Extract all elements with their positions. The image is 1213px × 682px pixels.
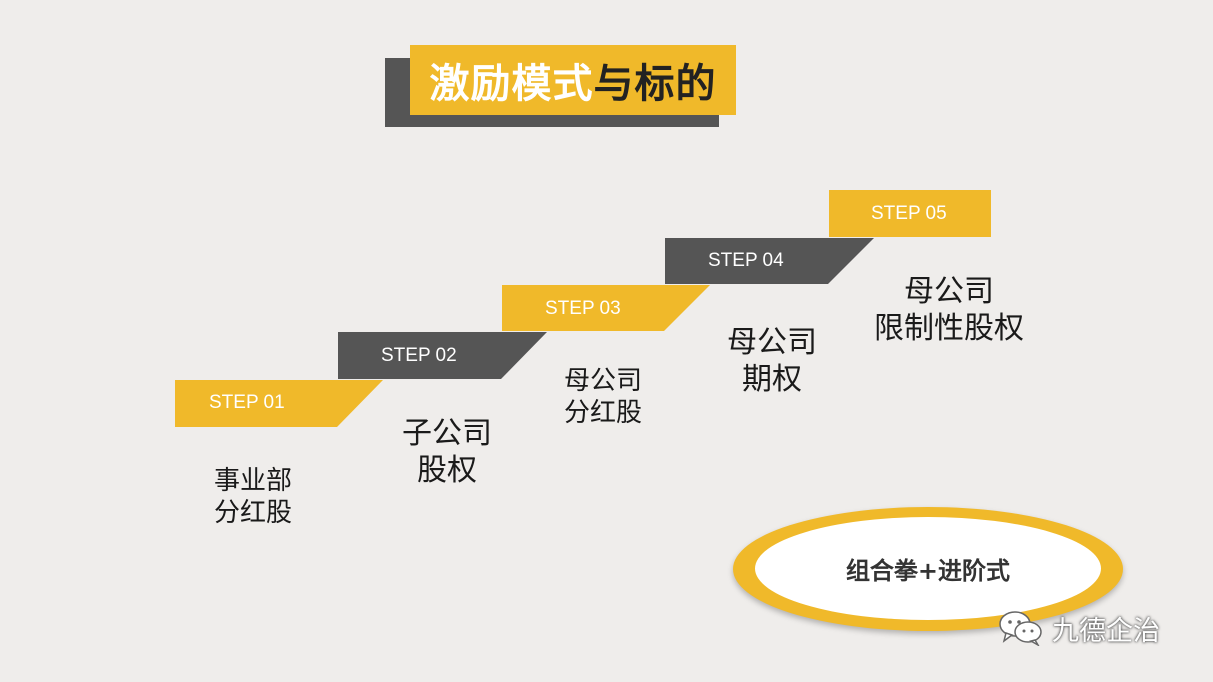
summary-oval: 组合拳+进阶式 [755,517,1101,620]
title-part-1: 激励模式 [429,61,594,107]
step-01-label: STEP 01 [209,392,285,413]
step-04-bar [665,238,874,284]
brand-watermark: 九德企治 [998,610,1160,647]
summary-text: 组合拳+进阶式 [845,557,1011,585]
step-05-desc-line1: 母公司 [904,274,994,309]
step-03-desc-line2: 分红股 [563,397,642,428]
page-title: 激励模式与标的 [410,45,736,115]
title-part-2: 与标的 [593,61,717,107]
step-04-desc-line2: 期权 [742,361,802,397]
step-01-desc-line1: 事业部 [213,466,292,496]
step-02-desc-line1: 子公司 [402,416,492,451]
step-05-label: STEP 05 [871,203,947,224]
step-03-label: STEP 03 [545,298,621,319]
step-02-desc-line2: 股权 [417,452,477,488]
step-03-description: 母公司 分红股 [553,366,653,429]
step-01-desc-line2: 分红股 [213,497,292,528]
step-05-bar [829,190,991,237]
wechat-icon [999,611,1042,646]
step-03-bar [502,285,710,331]
step-02-description: 子公司 股权 [392,416,502,489]
step-01-bar [175,380,383,427]
step-01-description: 事业部 分红股 [203,466,303,529]
step-05-desc-line2: 限制性股权 [874,310,1024,346]
step-04-description: 母公司 期权 [717,325,827,398]
step-04-label: STEP 04 [708,250,784,271]
step-05-description: 母公司 限制性股权 [866,274,1032,347]
step-02-bar [338,332,547,379]
brand-name: 九德企治 [1052,615,1160,647]
step-04-desc-line1: 母公司 [727,325,817,360]
step-03-desc-line1: 母公司 [563,366,642,396]
step-02-label: STEP 02 [381,345,457,366]
